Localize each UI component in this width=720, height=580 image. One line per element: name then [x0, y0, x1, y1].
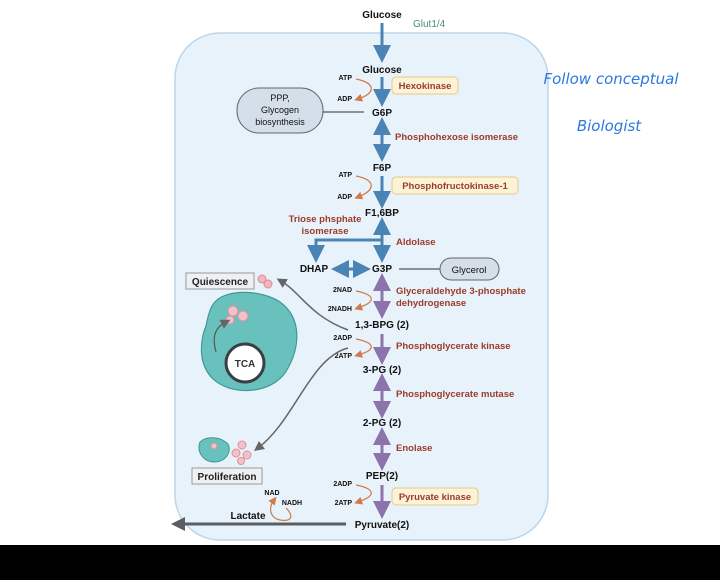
tca-to-particles-arrow	[213, 319, 231, 353]
adp-pfk1: ADP	[337, 194, 352, 201]
proliferation-box	[191, 467, 263, 485]
proliferation-particle	[210, 442, 218, 450]
glucose-label: Glucose	[362, 65, 402, 76]
f16bp-label: F1,6BP	[365, 208, 399, 219]
lactate-label: Lactate	[230, 511, 265, 522]
pep-label: PEP(2)	[366, 471, 398, 482]
ppp-label-line1: PPP,	[270, 93, 289, 103]
quiescence-particle	[257, 274, 267, 284]
tca-cycle-circle	[224, 342, 266, 384]
mito-particle	[227, 305, 239, 317]
atp-adp-curve-1	[354, 78, 372, 102]
hexokinase-label: Hexokinase	[399, 81, 452, 92]
ppp-label-line3: biosynthesis	[255, 117, 305, 127]
watermark-line2: Biologist	[577, 117, 642, 135]
pg3-label: 3-PG (2)	[363, 365, 401, 376]
tpi-label-line2: isomerase	[301, 226, 348, 237]
pgm-label: Phosphoglycerate mutase	[396, 389, 514, 400]
tpi-label-line1: Triose phsphate	[289, 214, 362, 225]
hexokinase-box	[391, 76, 459, 95]
proliferation-particle	[242, 450, 252, 460]
glycerol-label: Glycerol	[452, 265, 487, 276]
adp-pgk: 2ADP	[333, 335, 352, 342]
aldolase-to-dhap-arrow	[307, 238, 382, 263]
gapdh-label-line1: Glyceraldehyde 3-phosphate	[396, 286, 526, 297]
atp-hexokinase: ATP	[339, 75, 353, 82]
adp-hexokinase: ADP	[337, 96, 352, 103]
ppp-glycogen-node	[236, 87, 324, 134]
glucose-extracellular: Glucose	[362, 10, 402, 21]
mito-particle	[225, 315, 235, 325]
bpg-label: 1,3-BPG (2)	[355, 320, 409, 331]
g6p-label: G6P	[372, 108, 392, 119]
atp-pgk: 2ATP	[335, 353, 353, 360]
cell-membrane	[174, 32, 549, 541]
pfk1-box	[391, 176, 519, 195]
glycerol-node	[439, 257, 500, 281]
pyruvate-kinase-label: Pyruvate kinase	[399, 492, 471, 503]
atp-pfk1: ATP	[339, 172, 353, 179]
nadh-nad-curve	[268, 496, 292, 521]
g3p-label: G3P	[372, 264, 392, 275]
proliferation-particle	[237, 457, 245, 465]
to-proliferation-arrow	[254, 347, 349, 452]
ppp-label-line2: Glycogen	[261, 105, 299, 115]
nad-nadh-curve	[354, 290, 372, 311]
mito-particle	[237, 310, 249, 322]
f6p-label: F6P	[373, 163, 392, 174]
quiescence-particle	[263, 279, 273, 289]
dhap-label: DHAP	[300, 264, 329, 275]
aldolase-label: Aldolase	[396, 237, 436, 248]
adp-pk: 2ADP	[333, 481, 352, 488]
atp-pk: 2ATP	[335, 500, 353, 507]
proliferation-mitochondrion	[198, 437, 230, 463]
proliferation-particle	[237, 440, 247, 450]
glut-transporter-label: Glut1/4	[413, 19, 446, 30]
to-quiescence-arrow	[276, 278, 349, 331]
nadh-ldh: NADH	[282, 500, 302, 507]
pyruvate-kinase-box	[391, 487, 479, 506]
glycolysis-diagram: Glucose Glut1/4 Glucose ATP ADP Hexokina…	[0, 0, 720, 545]
proliferation-label: Proliferation	[198, 472, 257, 483]
adp-atp-curve-2	[354, 484, 372, 505]
pfk1-label: Phosphofructokinase-1	[402, 181, 508, 192]
pgk-label: Phosphoglycerate kinase	[396, 341, 511, 352]
quiescence-label: Quiescence	[192, 277, 249, 288]
gapdh-label-line2: dehydrogenase	[396, 298, 466, 309]
phosphohexose-isomerase-label: Phosphohexose isomerase	[395, 132, 518, 143]
proliferation-particle	[231, 448, 241, 458]
diagram-canvas: Glucose Glut1/4 Glucose ATP ADP Hexokina…	[171, 10, 679, 541]
nad-ldh: NAD	[264, 490, 279, 497]
pg2-label: 2-PG (2)	[363, 418, 401, 429]
adp-atp-curve-1	[354, 338, 372, 358]
nadh-gapdh: 2NADH	[328, 306, 352, 313]
atp-adp-curve-2	[354, 175, 372, 200]
nad-gapdh: 2NAD	[333, 287, 352, 294]
tca-label: TCA	[235, 359, 256, 370]
enolase-label: Enolase	[396, 443, 432, 454]
quiescence-box	[185, 272, 255, 290]
pyruvate-label: Pyruvate(2)	[355, 520, 409, 531]
watermark-line1: Follow conceptual	[543, 70, 679, 88]
